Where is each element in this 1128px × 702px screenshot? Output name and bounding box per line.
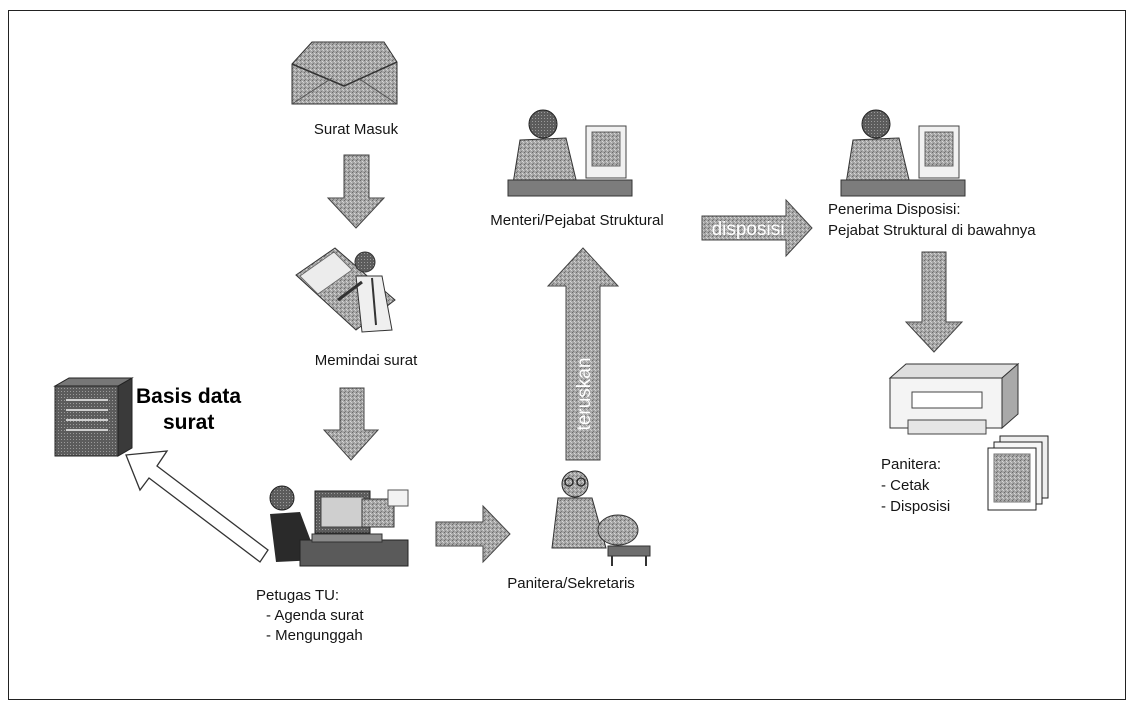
secretary-icon (551, 470, 651, 566)
official-receiver-icon (840, 109, 966, 197)
memindai-label: Memindai surat (314, 352, 418, 369)
penerima-label-2: Pejabat Struktural di bawahnya (828, 222, 1036, 239)
petugas-item-agenda: - Agenda surat (266, 607, 364, 624)
panitera-item-disposisi: - Disposisi (881, 498, 951, 515)
arrow-teruskan: teruskan (546, 247, 620, 461)
petugas-item-unggah: - Mengunggah (266, 627, 363, 644)
panitera-item-cetak: - Cetak (881, 477, 930, 494)
arrow-down-1 (326, 154, 386, 229)
arrow-disposisi: disposisi (701, 198, 813, 258)
panitera-title: Panitera: (881, 456, 942, 473)
panitera-sekretaris-label: Panitera/Sekretaris (507, 575, 635, 592)
scanner-person-icon (295, 247, 396, 333)
disposisi-label: disposisi (712, 219, 785, 240)
petugas-title: Petugas TU: (256, 587, 340, 604)
documents-icon (987, 435, 1049, 511)
arrow-upload (125, 450, 269, 563)
envelope-icon (291, 41, 398, 105)
computer-operator-icon (269, 485, 409, 567)
teruskan-label: teruskan (574, 358, 595, 431)
surat-masuk-label: Surat Masuk (313, 121, 399, 138)
basis-data-label-2: surat (163, 411, 215, 434)
arrow-down-3 (904, 251, 964, 353)
printer-icon (888, 362, 1020, 435)
server-icon (53, 377, 134, 457)
official-at-desk-icon (507, 109, 633, 197)
basis-data-label-1: Basis data (136, 385, 242, 408)
arrow-right-1 (435, 504, 511, 564)
menteri-label: Menteri/Pejabat Struktural (490, 212, 664, 229)
arrow-down-2 (322, 387, 380, 461)
penerima-label-1: Penerima Disposisi: (828, 201, 961, 218)
